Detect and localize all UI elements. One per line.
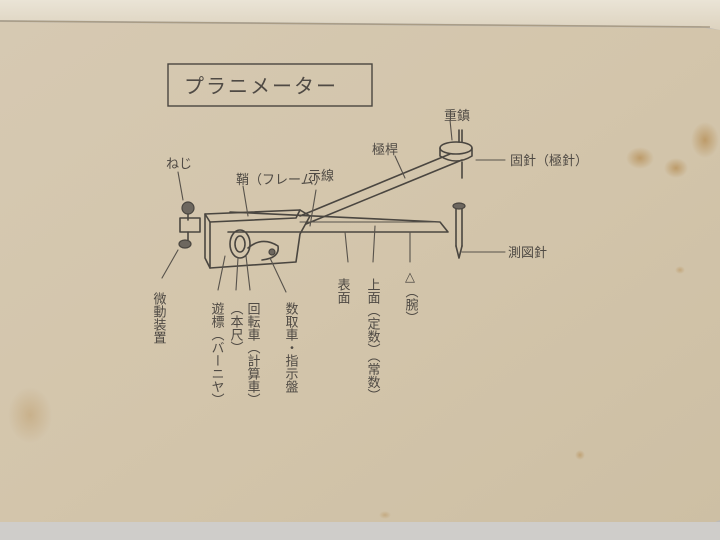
dial-shape <box>247 240 279 261</box>
label-dial: 数取車・指示盤 <box>283 302 299 393</box>
diagram-title: プラニメーター <box>184 74 338 98</box>
screw-shape <box>179 217 201 233</box>
label-frame: 鞘（フレーム） <box>236 173 327 188</box>
label-main-scale: （本尺） <box>228 302 244 354</box>
label-upper-surface: 上面（定数）（常数） <box>365 278 381 402</box>
paper-stain <box>626 147 654 169</box>
pole-arm-line <box>299 153 451 217</box>
label-arm: △（腕） <box>403 270 419 324</box>
label-measuring-wheel: 回転車（計算車） <box>245 302 261 406</box>
label-index: 示線 <box>308 168 334 184</box>
label-weight: 重鎮 <box>444 108 470 124</box>
title-box: プラニメーター <box>167 63 373 107</box>
diagram-labels: 重鎮 極桿 固針（極針） ねじ 鞘（フレーム） 示線 測図針 表面 上面（定数）… <box>151 108 589 406</box>
label-screw: ねじ <box>166 157 192 172</box>
label-pole-needle: 固針（極針） <box>510 153 588 169</box>
label-surface: 表面 <box>335 278 351 304</box>
label-fine-adjust: 微動装置 <box>151 292 167 344</box>
label-vernier: 遊標（バーニヤ） <box>209 302 225 406</box>
frame-shape <box>204 209 311 269</box>
measuring-wheel-shape <box>229 229 251 259</box>
planimeter-drawing <box>161 119 506 293</box>
top-page-edge <box>0 0 720 30</box>
paper-sheet <box>0 22 720 526</box>
tracing-arm-shape <box>227 211 449 233</box>
label-tracer: 測図針 <box>508 246 547 261</box>
label-pole-arm: 極桿 <box>372 142 398 158</box>
